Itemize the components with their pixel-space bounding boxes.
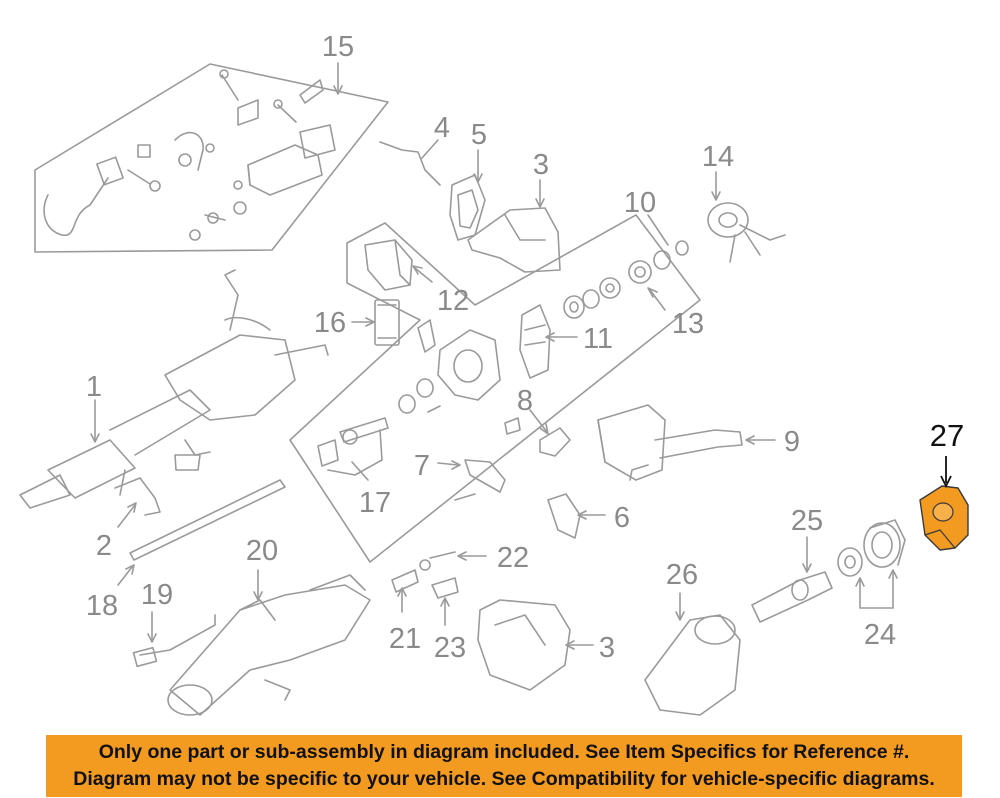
callout-21: 21 xyxy=(389,623,421,655)
callout-14: 14 xyxy=(702,141,734,173)
callout-20: 20 xyxy=(246,535,278,567)
part-8-lever xyxy=(539,427,571,457)
disclaimer-line-2: Diagram may not be specific to your vehi… xyxy=(73,768,935,790)
group-outline-10 xyxy=(289,214,701,563)
callout-7: 7 xyxy=(414,450,430,482)
callout-17: 17 xyxy=(359,487,391,519)
part-20-lower-column xyxy=(167,574,371,716)
part-7-lever xyxy=(464,459,506,493)
callout-4: 4 xyxy=(434,112,450,144)
part-21-sleeve xyxy=(391,569,419,593)
callout-26: 26 xyxy=(666,559,698,591)
callout-6: 6 xyxy=(614,502,630,534)
callout-25: 25 xyxy=(791,505,823,537)
part-23-clip xyxy=(431,577,459,599)
callout-9: 9 xyxy=(784,426,800,458)
part-10-bearings xyxy=(563,240,689,319)
callout-23: 23 xyxy=(434,632,466,664)
highlighted-part-27 xyxy=(919,456,969,551)
part-2-bracket xyxy=(114,477,161,516)
callout-12: 12 xyxy=(437,285,469,317)
part-14-clockspring xyxy=(707,202,786,263)
part-3-lower-cover xyxy=(477,599,571,691)
callout-2: 2 xyxy=(96,530,112,562)
part-5-bezel xyxy=(449,174,486,241)
bolts-15 xyxy=(219,69,324,126)
callout-15: 15 xyxy=(322,31,354,63)
disclaimer-line-1: Only one part or sub-assembly in diagram… xyxy=(98,741,910,763)
switch-harness-15 xyxy=(43,144,161,236)
leader-lines xyxy=(90,62,898,650)
part-4-wire xyxy=(379,141,441,186)
callout-11: 11 xyxy=(583,323,613,355)
lock-lever-15 xyxy=(174,131,215,171)
callout-3-top: 3 xyxy=(533,149,549,181)
part-24-seal xyxy=(837,547,863,577)
part-17-cylinder xyxy=(317,417,389,476)
part-19-harness xyxy=(139,614,216,656)
part-24-bushing xyxy=(863,519,906,568)
part-13-ring xyxy=(628,260,652,284)
part-18-shaft xyxy=(129,479,286,561)
callout-5: 5 xyxy=(471,119,487,151)
callout-19: 19 xyxy=(141,579,173,611)
callout-24: 24 xyxy=(864,619,896,651)
callout-labels: 15 4 5 3 14 10 12 16 11 13 1 8 9 7 17 6 … xyxy=(86,31,896,664)
part-26-boot xyxy=(644,614,741,716)
callout-27-highlighted: 27 xyxy=(930,418,964,453)
callout-18: 18 xyxy=(86,590,118,622)
part-6-switch xyxy=(547,493,581,539)
part-25-shaft xyxy=(751,571,833,623)
part-9-multifunction-switch xyxy=(597,404,743,481)
lock-housing xyxy=(398,319,501,414)
callout-1: 1 xyxy=(86,371,102,403)
part-11-bracket xyxy=(519,304,551,379)
ignition-switch-15 xyxy=(189,124,336,241)
part-16-module xyxy=(374,299,400,346)
part-3-upper-cover xyxy=(467,207,561,273)
callout-8: 8 xyxy=(517,385,533,417)
callout-10: 10 xyxy=(624,187,656,219)
part-1-steering-column xyxy=(19,269,329,509)
callout-22: 22 xyxy=(497,542,529,574)
part-22-screw xyxy=(419,551,456,571)
callout-3-bottom: 3 xyxy=(599,632,615,664)
disclaimer-banner: Only one part or sub-assembly in diagram… xyxy=(46,735,962,797)
callout-16: 16 xyxy=(314,307,346,339)
part-12-switch xyxy=(364,239,413,291)
group-outline-15 xyxy=(34,63,389,253)
callout-13: 13 xyxy=(672,308,704,340)
